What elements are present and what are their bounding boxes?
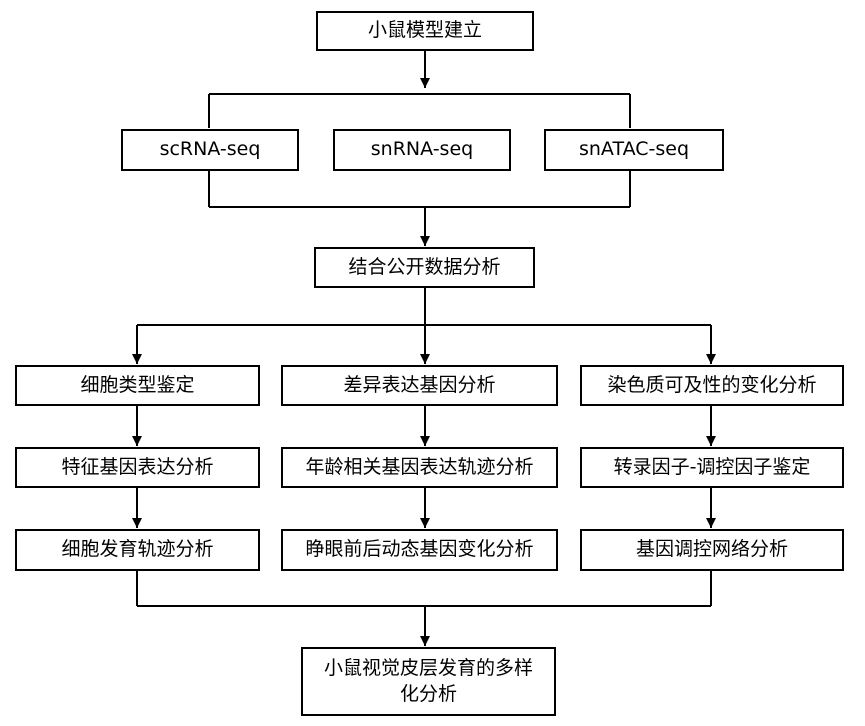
- node-col3-step3: 基因调控网络分析: [580, 529, 844, 571]
- node-model-setup: 小鼠模型建立: [316, 11, 534, 51]
- node-col1-step1: 细胞类型鉴定: [15, 365, 260, 406]
- node-col2-step3: 睁眼前后动态基因变化分析: [281, 529, 558, 571]
- node-col1-step2: 特征基因表达分析: [15, 447, 260, 488]
- node-col3-step1: 染色质可及性的变化分析: [580, 365, 844, 406]
- node-integrate-public-data: 结合公开数据分析: [314, 247, 535, 288]
- node-col3-step2: 转录因子-调控因子鉴定: [580, 447, 844, 488]
- node-col2-step1: 差异表达基因分析: [281, 365, 558, 406]
- node-col1-step3: 细胞发育轨迹分析: [15, 529, 260, 571]
- node-col2-step2: 年龄相关基因表达轨迹分析: [281, 447, 558, 488]
- node-method-1: scRNA-seq: [121, 129, 299, 171]
- node-final-analysis: 小鼠视觉皮层发育的多样化分析: [301, 647, 556, 716]
- node-method-2: snRNA-seq: [333, 129, 511, 171]
- node-method-3: snATAC-seq: [544, 129, 724, 171]
